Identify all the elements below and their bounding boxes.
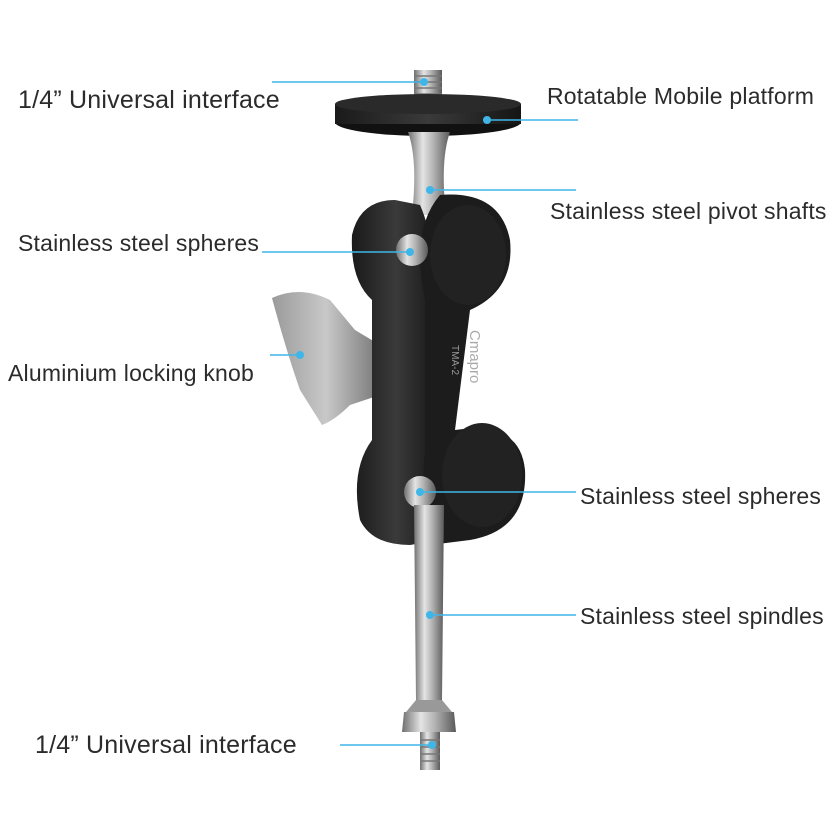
callout-lines (262, 81, 578, 746)
label-spheres-right: Stainless steel spheres (580, 483, 822, 509)
label-spindles: Stainless steel spindles (580, 603, 824, 629)
label-rotatable-platform: Rotatable Mobile platform (547, 83, 815, 109)
locking-knob (272, 291, 380, 425)
brand-logo: Cmapro (466, 330, 483, 383)
bottom-screw (420, 732, 440, 770)
spindle (414, 505, 444, 700)
pivot-shaft (408, 132, 450, 215)
model-marking: TMA-2 (449, 345, 460, 375)
label-top-interface: 1/4” Universal interface (18, 86, 280, 114)
label-locking-knob: Aluminium locking knob (8, 360, 255, 386)
rotatable-platform (335, 94, 521, 136)
callout-dots (296, 78, 491, 749)
clamp-body: Cmapro TMA-2 (351, 194, 526, 545)
label-spheres-left: Stainless steel spheres (18, 230, 260, 256)
label-pivot-shafts: Stainless steel pivot shafts (550, 198, 827, 224)
bottom-flange (402, 712, 456, 732)
label-bottom-interface: 1/4” Universal interface (35, 731, 297, 759)
